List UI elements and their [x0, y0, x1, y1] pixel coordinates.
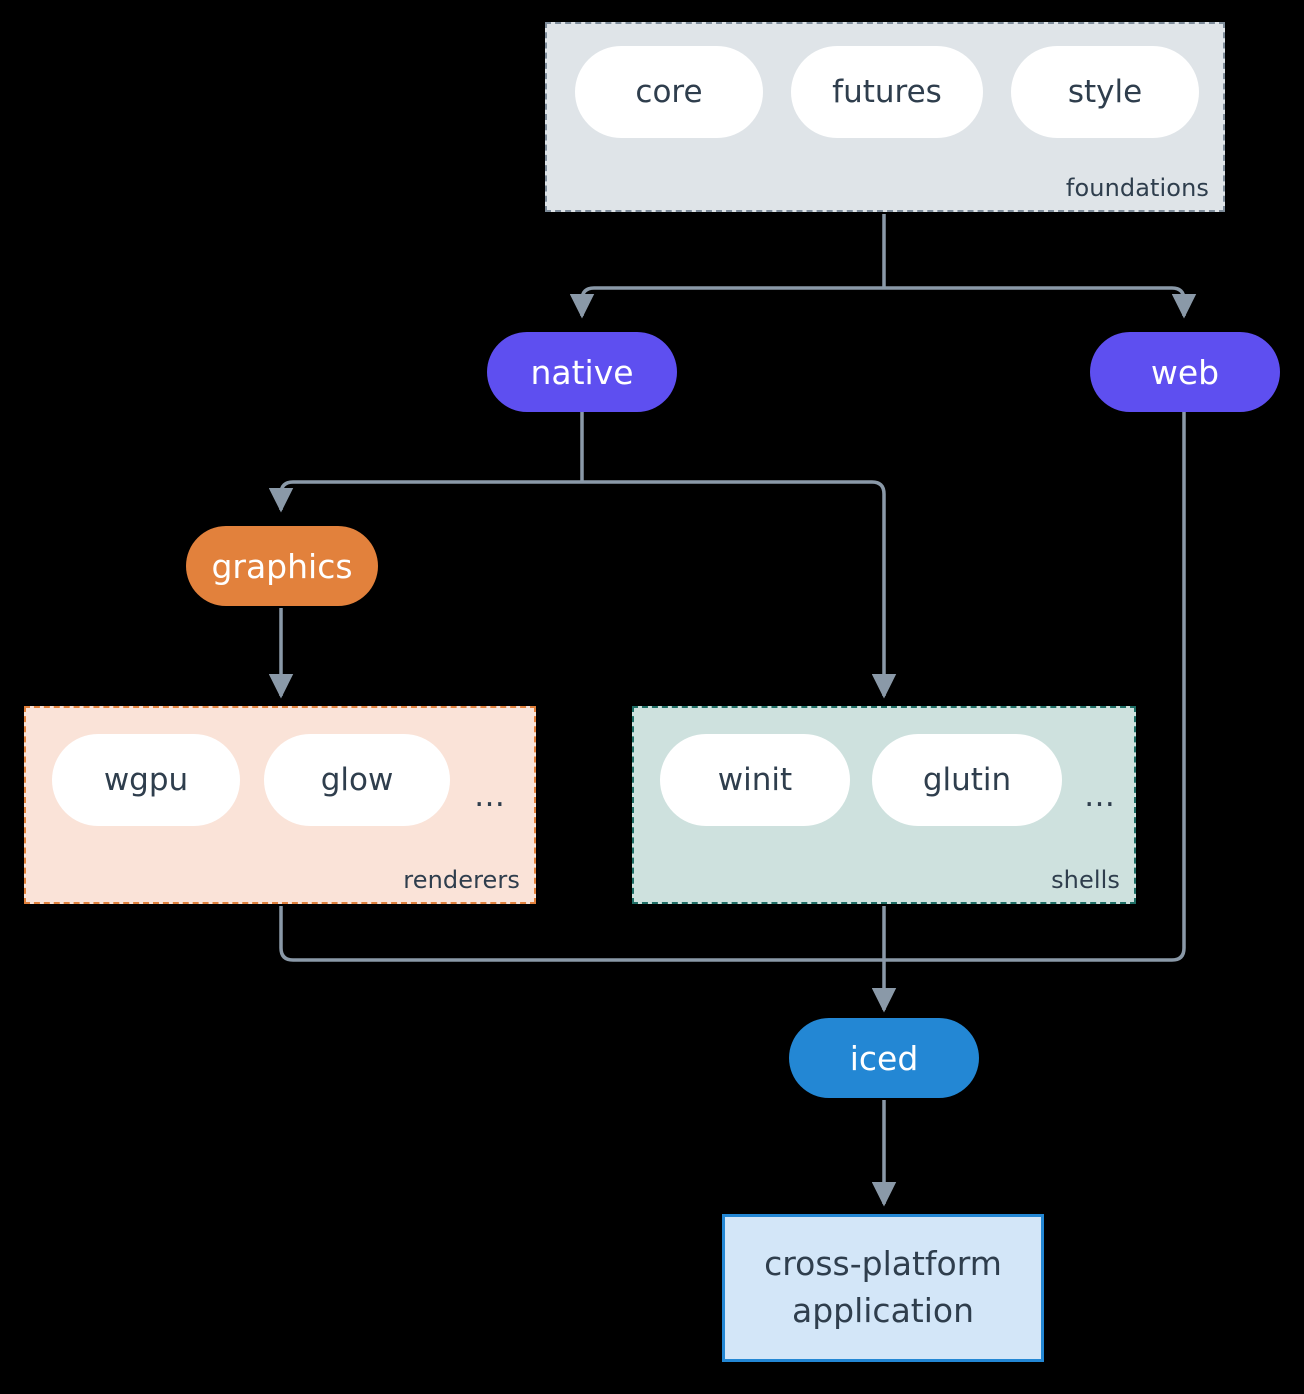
- node-core[interactable]: core: [575, 46, 763, 138]
- node-winit[interactable]: winit: [660, 734, 850, 826]
- cluster-shells: winit glutin … shells: [632, 706, 1136, 904]
- node-glow[interactable]: glow: [264, 734, 450, 826]
- node-futures[interactable]: futures: [791, 46, 983, 138]
- cluster-shells-label: shells: [1051, 866, 1120, 894]
- edge-native-to-shells: [582, 480, 897, 699]
- node-wgpu-label: wgpu: [103, 762, 189, 798]
- node-core-label: core: [635, 74, 703, 110]
- node-style-label: style: [1067, 74, 1143, 110]
- shells-ellipsis: …: [1084, 778, 1115, 814]
- node-style[interactable]: style: [1011, 46, 1199, 138]
- node-cross-platform-application[interactable]: cross-platform application: [722, 1214, 1044, 1362]
- renderers-ellipsis: …: [474, 778, 505, 814]
- node-web[interactable]: web: [1090, 332, 1280, 412]
- cluster-foundations: core futures style foundations: [545, 22, 1225, 212]
- shells-item-row: winit glutin …: [660, 734, 1115, 826]
- renderers-item-row: wgpu glow …: [52, 734, 505, 826]
- node-iced-label: iced: [849, 1038, 919, 1078]
- node-futures-label: futures: [832, 74, 942, 110]
- edge-renderers-to-merge: [279, 906, 884, 962]
- node-graphics-label: graphics: [211, 546, 353, 586]
- cluster-foundations-label: foundations: [1065, 174, 1209, 202]
- foundations-item-row: core futures style: [575, 46, 1199, 138]
- node-glutin[interactable]: glutin: [872, 734, 1062, 826]
- cluster-renderers: wgpu glow … renderers: [24, 706, 536, 904]
- edge-native-to-graphics: [268, 480, 582, 513]
- node-native-label: native: [530, 352, 634, 392]
- edge-foundations-to-native: [569, 286, 884, 319]
- application-label-line2: application: [791, 1291, 975, 1330]
- node-native[interactable]: native: [487, 332, 677, 412]
- node-glow-label: glow: [320, 762, 394, 798]
- edge-foundations-to-web: [884, 286, 1197, 319]
- application-label-line1: cross-platform: [764, 1244, 1002, 1284]
- node-iced[interactable]: iced: [789, 1018, 979, 1098]
- node-glutin-label: glutin: [922, 762, 1012, 798]
- node-winit-label: winit: [717, 762, 793, 798]
- node-wgpu[interactable]: wgpu: [52, 734, 240, 826]
- node-web-label: web: [1150, 352, 1220, 392]
- cluster-renderers-label: renderers: [403, 866, 520, 894]
- node-graphics[interactable]: graphics: [186, 526, 378, 606]
